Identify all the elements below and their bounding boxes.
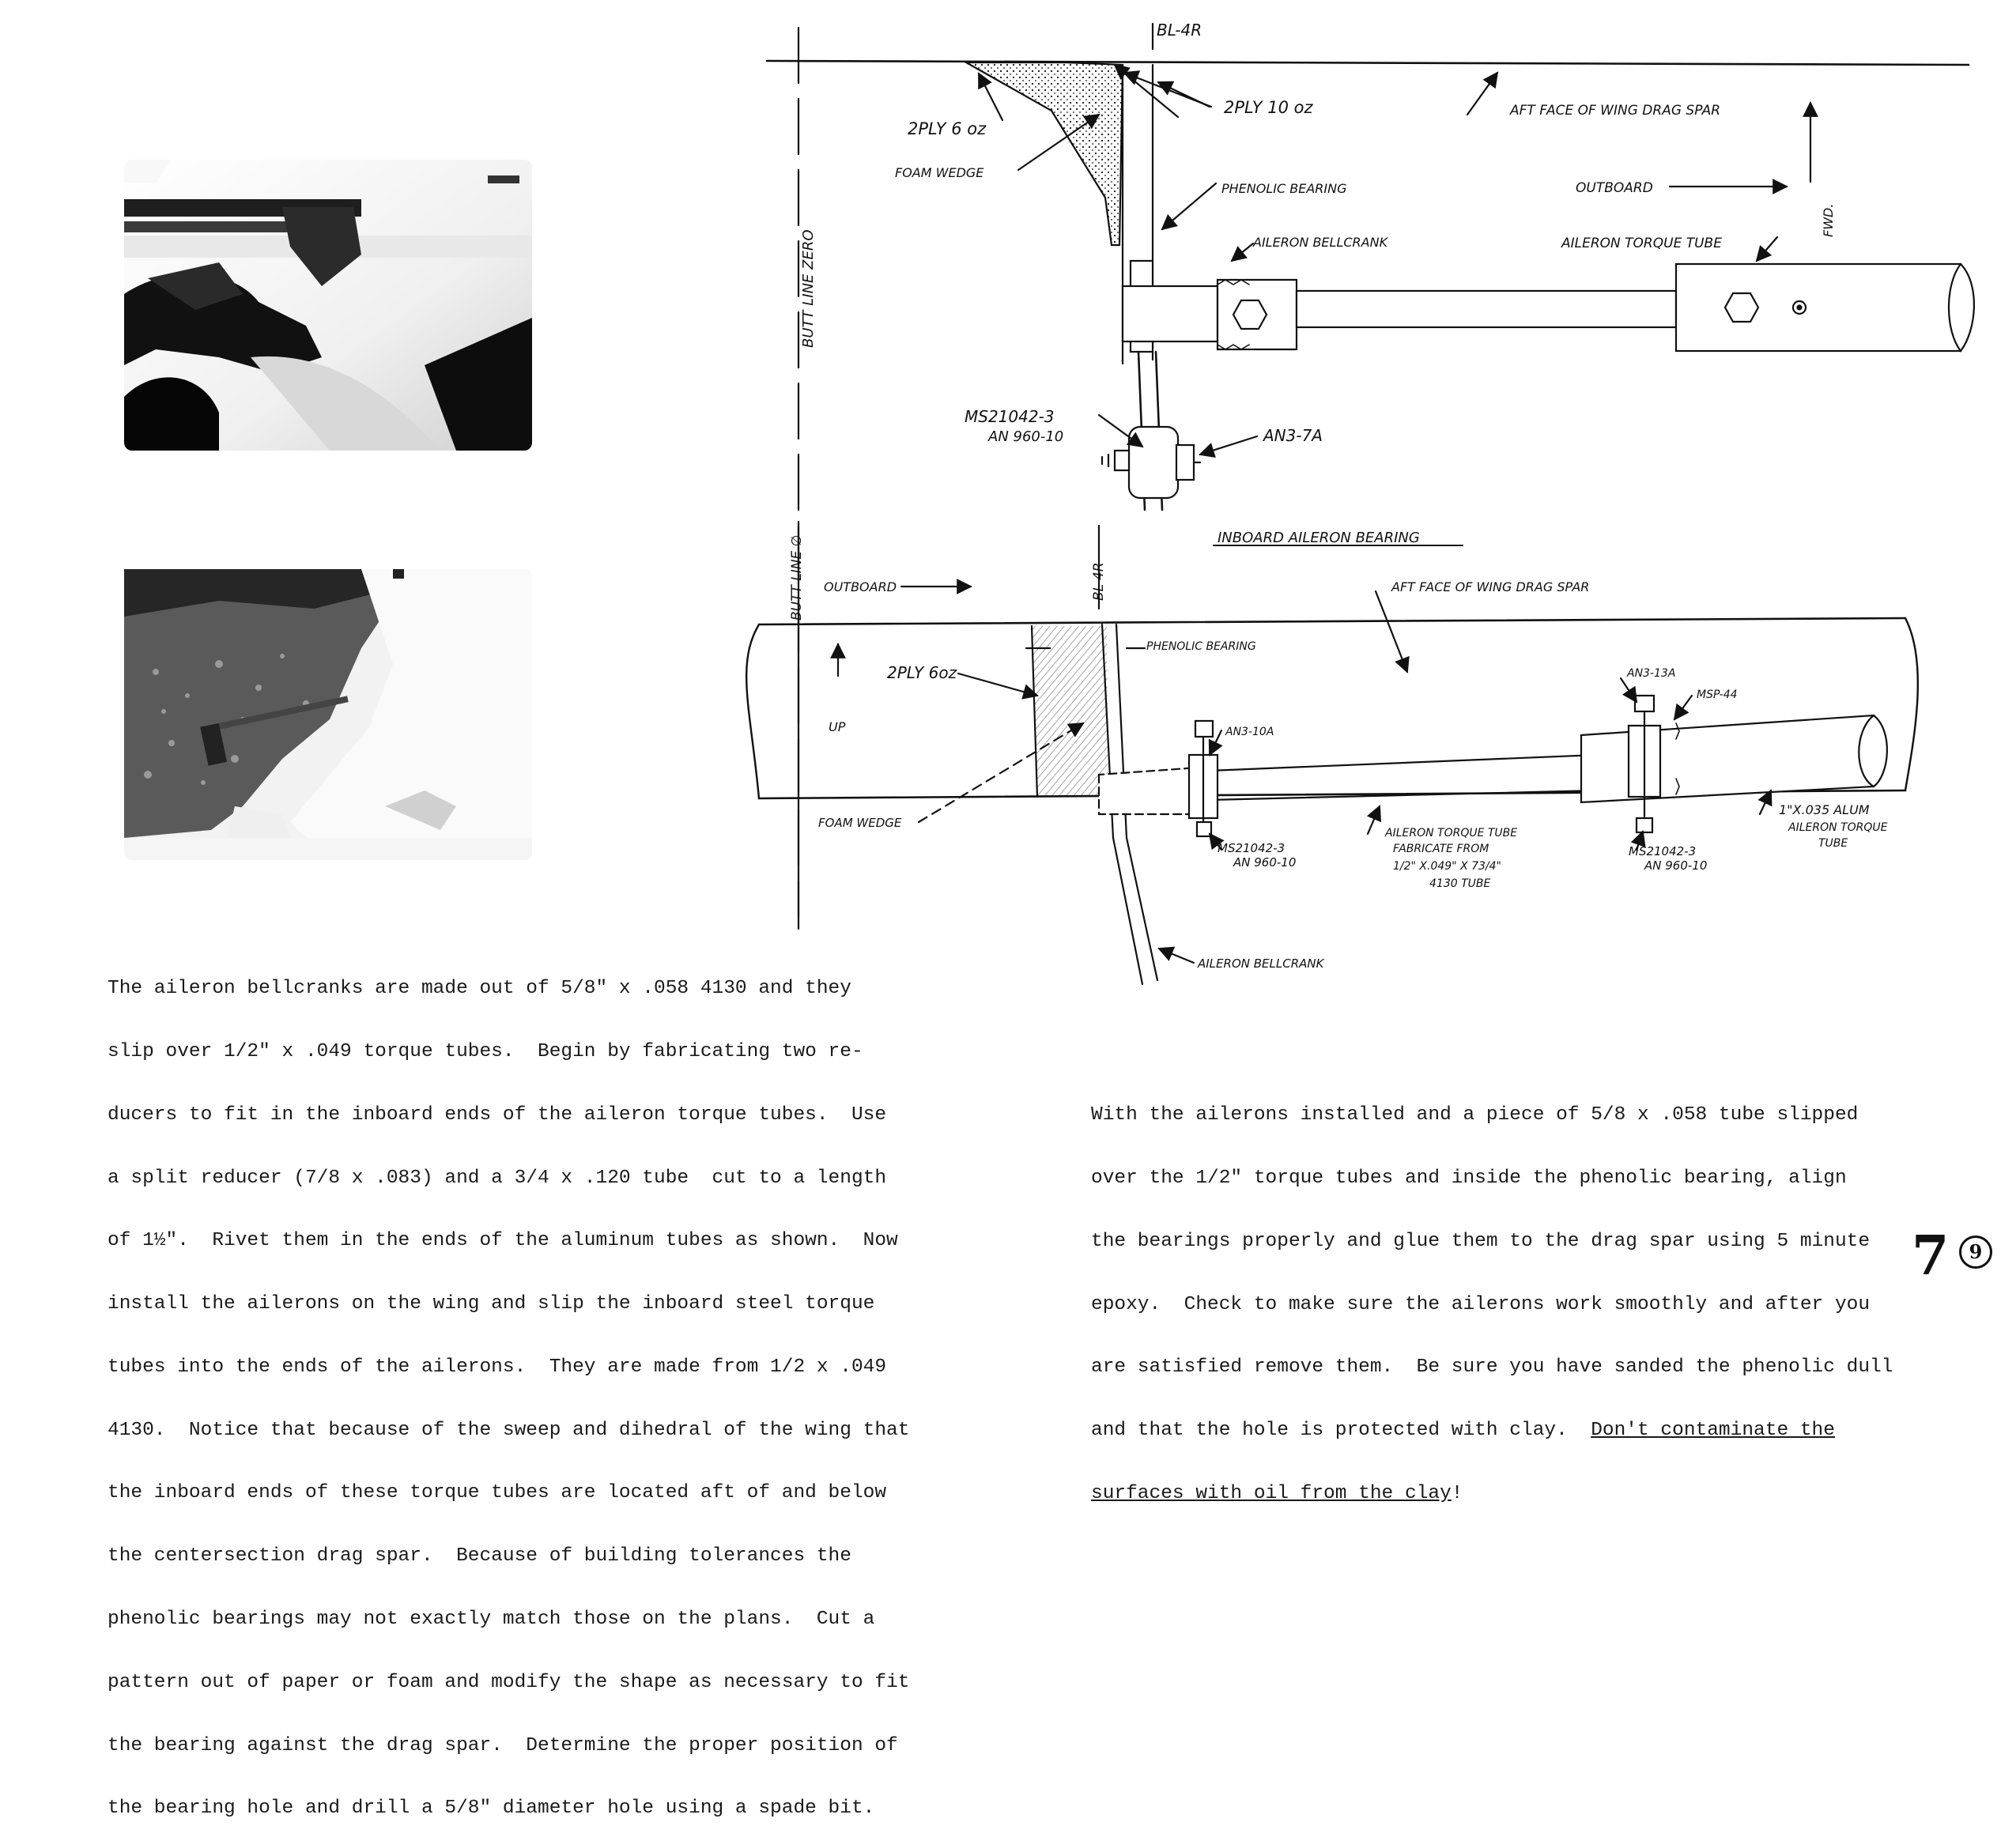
side-up-label: UP: [829, 719, 846, 734]
top-bellcrank-label: AILERON BELLCRANK: [1252, 235, 1389, 250]
right-line7-tail: !: [1451, 1482, 1463, 1504]
right-line: and that the hole is protected with clay…: [1091, 1420, 1893, 1442]
drag-spar-aft-face-line: [765, 59, 1970, 66]
top-bolt-label: AN3-7A: [1262, 426, 1323, 445]
left-line: the inboard ends of these torque tubes a…: [108, 1482, 887, 1504]
top-view-caption: INBOARD AILERON BEARING: [1218, 530, 1420, 546]
left-line: ducers to fit in the inboard ends of the…: [108, 1103, 887, 1126]
left-line: tubes into the ends of the ailerons. The…: [108, 1356, 887, 1378]
top-aft-face-label: AFT FACE OF WING DRAG SPAR: [1509, 103, 1720, 119]
side-torque-tube-line-1: AILERON TORQUE TUBE: [1384, 827, 1517, 839]
side-outboard-label: OUTBOARD: [824, 579, 897, 594]
top-ply-right-label: 2PLY 10 oz: [1224, 98, 1313, 117]
top-bl-label: BL-4R: [1157, 21, 1202, 40]
left-line: slip over 1/2" x .049 torque tubes. Begi…: [108, 1040, 863, 1062]
right-line6-plain: and that the hole is protected with clay…: [1091, 1420, 1591, 1442]
top-an-part-label: AN 960-10: [987, 428, 1063, 445]
side-phenolic-label: PHENOLIC BEARING: [1146, 640, 1256, 653]
page-circled-number: 9: [1959, 1236, 1992, 1269]
top-outboard-label: OUTBOARD: [1576, 180, 1653, 196]
top-foam-wedge-label: FOAM WEDGE: [895, 165, 984, 180]
side-msp-label: MSP-44: [1697, 688, 1738, 701]
left-instructions: The aileron bellcranks are made out of 5…: [108, 937, 909, 1841]
left-line: phenolic bearings may not exactly match …: [108, 1609, 875, 1630]
right-line: over the 1/2" torque tubes and inside th…: [1091, 1167, 1847, 1189]
right-line: the bearings properly and glue them to t…: [1091, 1230, 1871, 1252]
side-torque-tube-line-4: 4130 TUBE: [1429, 877, 1490, 890]
top-view: [765, 22, 1975, 930]
top-phenolic-label: PHENOLIC BEARING: [1221, 181, 1346, 196]
left-line: 4130. Notice that because of the sweep a…: [108, 1419, 910, 1441]
side-ms-inner-label: MS21042-3: [1218, 841, 1285, 855]
side-aft-face-label: AFT FACE OF WING DRAG SPAR: [1391, 579, 1589, 594]
side-alum-tube-line-2: AILERON TORQUE: [1788, 821, 1888, 834]
side-bolt-outer-label: AN3-13A: [1626, 667, 1675, 680]
side-butt-line-label: BUTT LINE ∅: [789, 535, 805, 621]
side-foam-wedge-label: FOAM WEDGE: [818, 816, 902, 830]
side-torque-tube-line-2: FABRICATE FROM: [1393, 843, 1489, 855]
right-line6-warning: Don't contaminate the: [1591, 1420, 1835, 1442]
side-ms-outer-label: MS21042-3: [1629, 844, 1696, 858]
top-fwd-label: FWD.: [1821, 204, 1836, 237]
side-ply-label: 2PLY 6oz: [887, 663, 957, 682]
aileron-bearing-drawing: BL-4R 2PLY 6 oz 2PLY 10 oz AFT FACE OF W…: [745, 21, 1975, 986]
left-line: the bearing hole and drill a 5/8" diamet…: [108, 1798, 875, 1820]
right-instructions: With the ailerons installed and a piece …: [1091, 1063, 1893, 1526]
left-line: The aileron bellcranks are made out of 5…: [108, 978, 851, 1000]
left-line: pattern out of paper or foam and modify …: [108, 1671, 910, 1693]
left-line: of 1½". Rivet them in the ends of the al…: [108, 1230, 898, 1252]
bellcrank-installed-photo: RS: [124, 569, 532, 860]
side-bl-label: BL-4R: [1091, 562, 1107, 601]
top-torque-tube-label: AILERON TORQUE TUBE: [1561, 236, 1722, 251]
side-alum-tube-line-1: 1"X.035 ALUM: [1779, 802, 1870, 817]
side-bolt-inner-label: AN3-10A: [1225, 726, 1274, 738]
right-line: surfaces with oil from the clay!: [1091, 1482, 1893, 1505]
side-an-outer-label: AN 960-10: [1644, 858, 1707, 873]
left-line: the centersection drag spar. Because of …: [108, 1545, 851, 1567]
right-line: With the ailerons installed and a piece …: [1091, 1104, 1859, 1126]
right-line7-warning: surfaces with oil from the clay: [1091, 1482, 1452, 1504]
bellcrank-assembly-photo: [124, 160, 532, 451]
left-line: install the ailerons on the wing and sli…: [108, 1293, 875, 1315]
top-ply-left-label: 2PLY 6 oz: [908, 119, 987, 138]
page-number: 7: [1912, 1224, 1950, 1288]
side-an-inner-label: AN 960-10: [1233, 855, 1296, 870]
side-bellcrank-label: AILERON BELLCRANK: [1197, 956, 1325, 971]
left-line: a split reducer (7/8 x .083) and a 3/4 x…: [108, 1167, 887, 1189]
side-view: [745, 520, 1920, 986]
side-torque-tube-line-3: 1/2" X.049" X 73/4": [1393, 860, 1501, 873]
side-alum-tube-line-3: TUBE: [1818, 837, 1848, 850]
top-ms-part-label: MS21042-3: [965, 407, 1055, 426]
top-butt-line-label: BUTT LINE ZERO: [800, 229, 817, 348]
right-line: are satisfied remove them. Be sure you h…: [1091, 1356, 1893, 1379]
right-line: epoxy. Check to make sure the ailerons w…: [1091, 1293, 1871, 1315]
left-line: the bearing against the drag spar. Deter…: [108, 1734, 898, 1756]
